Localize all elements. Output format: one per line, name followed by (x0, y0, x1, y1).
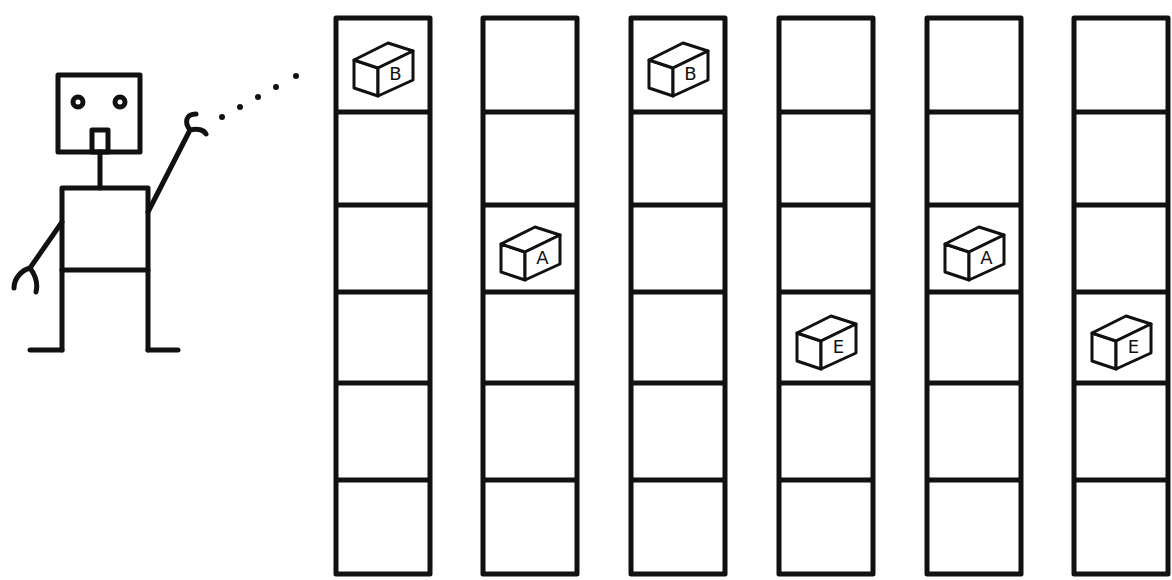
letter-block: B (348, 30, 418, 100)
column-outline (483, 18, 577, 574)
cell-divider (336, 381, 430, 386)
cell-divider (631, 381, 725, 386)
cube-outline (643, 30, 713, 100)
robot-eye (115, 97, 125, 107)
robot-leg (60, 270, 65, 350)
cell-divider (1074, 290, 1168, 295)
robot-head (58, 75, 140, 152)
cell-divider (483, 203, 577, 208)
cell-divider (631, 478, 725, 483)
robot-mouth (92, 130, 108, 152)
cell-column (927, 18, 1021, 574)
cell-column (1074, 18, 1168, 574)
robot-neck (98, 152, 103, 188)
cell-divider (483, 478, 577, 483)
block-letter: A (980, 249, 992, 267)
cell-divider (483, 290, 577, 295)
robot-foot (148, 348, 178, 353)
letter-block: A (495, 214, 565, 284)
cell-divider (336, 110, 430, 115)
cell-divider (631, 290, 725, 295)
cell-divider (927, 203, 1021, 208)
cube-outline (939, 214, 1009, 284)
cell-divider (779, 290, 873, 295)
robot-body (62, 188, 148, 270)
block-letter: B (684, 65, 696, 83)
cell-divider (927, 381, 1021, 386)
robot-leg (146, 270, 151, 350)
robot-eye (73, 97, 83, 107)
cube-outline (348, 30, 418, 100)
cell-column (631, 18, 725, 574)
robot-foot (30, 348, 62, 353)
cell-column (336, 18, 430, 574)
block-letter: A (536, 249, 548, 267)
cell-divider (336, 203, 430, 208)
robot-figure (14, 75, 206, 350)
column-outline (927, 18, 1021, 574)
cell-divider (1074, 381, 1168, 386)
letter-block: B (643, 30, 713, 100)
cell-divider (779, 478, 873, 483)
column-outline (336, 18, 430, 574)
cell-column (483, 18, 577, 574)
letter-block: E (1086, 303, 1156, 373)
cell-divider (927, 478, 1021, 483)
block-letter: B (389, 65, 401, 83)
cube-outline (495, 214, 565, 284)
robot-arm (14, 222, 62, 292)
letter-block: E (791, 303, 861, 373)
cell-divider (779, 381, 873, 386)
cell-divider (1074, 110, 1168, 115)
cell-divider (1074, 203, 1168, 208)
block-letter: E (833, 338, 844, 356)
column-outline (1074, 18, 1168, 574)
cell-divider (779, 203, 873, 208)
cell-divider (779, 110, 873, 115)
cell-divider (927, 290, 1021, 295)
robot-arm (148, 114, 206, 212)
cell-divider (927, 110, 1021, 115)
cell-divider (1074, 478, 1168, 483)
cell-divider (483, 381, 577, 386)
cell-divider (483, 110, 577, 115)
pointing-dots (219, 73, 299, 120)
block-letter: E (1128, 338, 1139, 356)
cell-divider (631, 110, 725, 115)
cube-outline (791, 303, 861, 373)
cell-column (779, 18, 873, 574)
cube-outline (1086, 303, 1156, 373)
cell-divider (336, 290, 430, 295)
cell-divider (336, 478, 430, 483)
letter-block: A (939, 214, 1009, 284)
cell-divider (631, 203, 725, 208)
cell-columns (336, 18, 1168, 574)
column-outline (631, 18, 725, 574)
column-outline (779, 18, 873, 574)
